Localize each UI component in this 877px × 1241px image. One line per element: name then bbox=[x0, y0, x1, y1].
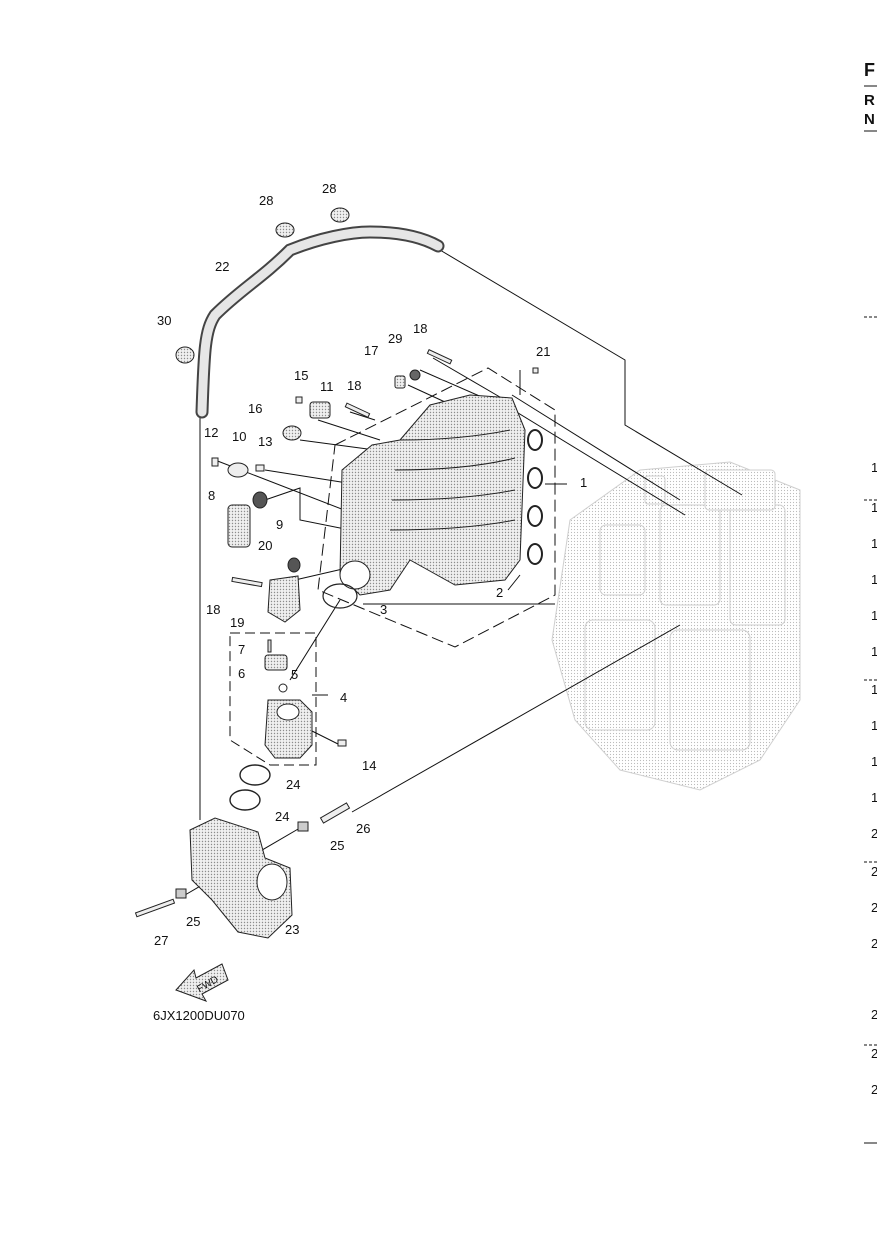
silencer-23 bbox=[189, 817, 293, 939]
callout-4: 4 bbox=[340, 690, 347, 705]
row-digit: 2 bbox=[871, 1046, 877, 1061]
clip-10 bbox=[227, 462, 249, 478]
callout-24b: 24 bbox=[275, 809, 289, 824]
engine-block-ghost bbox=[551, 461, 801, 791]
bolt-26 bbox=[319, 802, 351, 824]
callout-18c: 18 bbox=[206, 602, 220, 617]
callout-23: 23 bbox=[285, 922, 299, 937]
row-digit: 1 bbox=[871, 644, 877, 659]
figure-code: 6JX1200DU070 bbox=[153, 1008, 245, 1023]
row-digit: 2 bbox=[871, 900, 877, 915]
callout-25a: 25 bbox=[330, 838, 344, 853]
row-digit: 2 bbox=[871, 1082, 877, 1097]
row-digit: 2 bbox=[871, 864, 877, 879]
assembly-boundary-1 bbox=[317, 367, 556, 648]
row-digit: 1 bbox=[871, 682, 877, 697]
sensor-29 bbox=[409, 369, 421, 381]
callout-28b: 28 bbox=[322, 181, 336, 196]
row-digit: 1 bbox=[871, 754, 877, 769]
fwd-arrow: FWD bbox=[175, 963, 229, 1002]
callout-27: 27 bbox=[154, 933, 168, 948]
fasteners bbox=[211, 349, 539, 747]
callout-21: 21 bbox=[536, 344, 550, 359]
row-digit: 1 bbox=[871, 608, 877, 623]
callout-8: 8 bbox=[208, 488, 215, 503]
hose-joint-17 bbox=[394, 375, 406, 389]
sensor-11 bbox=[309, 401, 331, 419]
row-digit: 1 bbox=[871, 460, 877, 475]
callout-29: 29 bbox=[388, 331, 402, 346]
grommet-20 bbox=[287, 557, 301, 573]
callout-14: 14 bbox=[362, 758, 376, 773]
callout-17: 17 bbox=[364, 343, 378, 358]
sensor-6 bbox=[264, 654, 288, 671]
bolt-27 bbox=[134, 898, 176, 918]
callout-7: 7 bbox=[238, 642, 245, 657]
callout-22: 22 bbox=[215, 259, 229, 274]
callout-24a: 24 bbox=[286, 777, 300, 792]
callout-28a: 28 bbox=[259, 193, 273, 208]
callout-19: 19 bbox=[230, 615, 244, 630]
o-ring-3 bbox=[322, 583, 358, 609]
callout-15: 15 bbox=[294, 368, 308, 383]
row-digit: 1 bbox=[871, 500, 877, 515]
right-edge-column: F R N 1 1 1 1 1 1 1 1 1 1 2 2 2 2 2 2 2 bbox=[864, 60, 877, 1144]
callout-3: 3 bbox=[380, 602, 387, 617]
callout-18a: 18 bbox=[413, 321, 427, 336]
o-ring-5 bbox=[278, 683, 288, 693]
callout-labels: 1 2 3 4 5 6 7 8 9 10 11 12 13 14 15 16 1… bbox=[154, 181, 587, 948]
callout-30: 30 bbox=[157, 313, 171, 328]
callout-6: 6 bbox=[238, 666, 245, 681]
row-digit: 1 bbox=[871, 572, 877, 587]
intake-manifold bbox=[339, 394, 526, 596]
callout-26: 26 bbox=[356, 821, 370, 836]
screw-7 bbox=[267, 639, 272, 653]
callout-20: 20 bbox=[258, 538, 272, 553]
clamp-30 bbox=[175, 346, 195, 364]
callout-25b: 25 bbox=[186, 914, 200, 929]
callout-16: 16 bbox=[248, 401, 262, 416]
bracket-19 bbox=[267, 575, 301, 623]
callout-10: 10 bbox=[232, 429, 246, 444]
row-digit: 1 bbox=[871, 790, 877, 805]
callout-1: 1 bbox=[580, 475, 587, 490]
row-digit: 1 bbox=[871, 718, 877, 733]
callout-11: 11 bbox=[320, 379, 334, 394]
leader-lines bbox=[184, 249, 743, 896]
o-ring-24 bbox=[229, 764, 271, 811]
nut-25 bbox=[175, 821, 309, 899]
callout-2: 2 bbox=[496, 585, 503, 600]
row-digit: 2 bbox=[871, 826, 877, 841]
row-digit: 2 bbox=[871, 1007, 877, 1022]
callout-5: 5 bbox=[291, 667, 298, 682]
grommet-9 bbox=[252, 491, 268, 509]
header-letter-n: N bbox=[864, 111, 875, 128]
throttle-body-4 bbox=[264, 699, 313, 759]
callout-18b: 18 bbox=[347, 378, 361, 393]
callout-9: 9 bbox=[276, 517, 283, 532]
clamp-16 bbox=[282, 425, 302, 441]
row-digit: 1 bbox=[871, 536, 877, 551]
header-letter-r: R bbox=[864, 92, 875, 109]
callout-13: 13 bbox=[258, 434, 272, 449]
assembly-boundary-4 bbox=[229, 632, 317, 766]
gasket-2 bbox=[527, 429, 543, 565]
row-digit: 2 bbox=[871, 936, 877, 951]
clamp-28a bbox=[275, 222, 295, 238]
valve-8 bbox=[227, 504, 251, 548]
header-letter-f: F bbox=[864, 60, 875, 80]
clamp-28b bbox=[330, 207, 350, 223]
callout-12: 12 bbox=[204, 425, 218, 440]
hose-22 bbox=[195, 225, 445, 419]
